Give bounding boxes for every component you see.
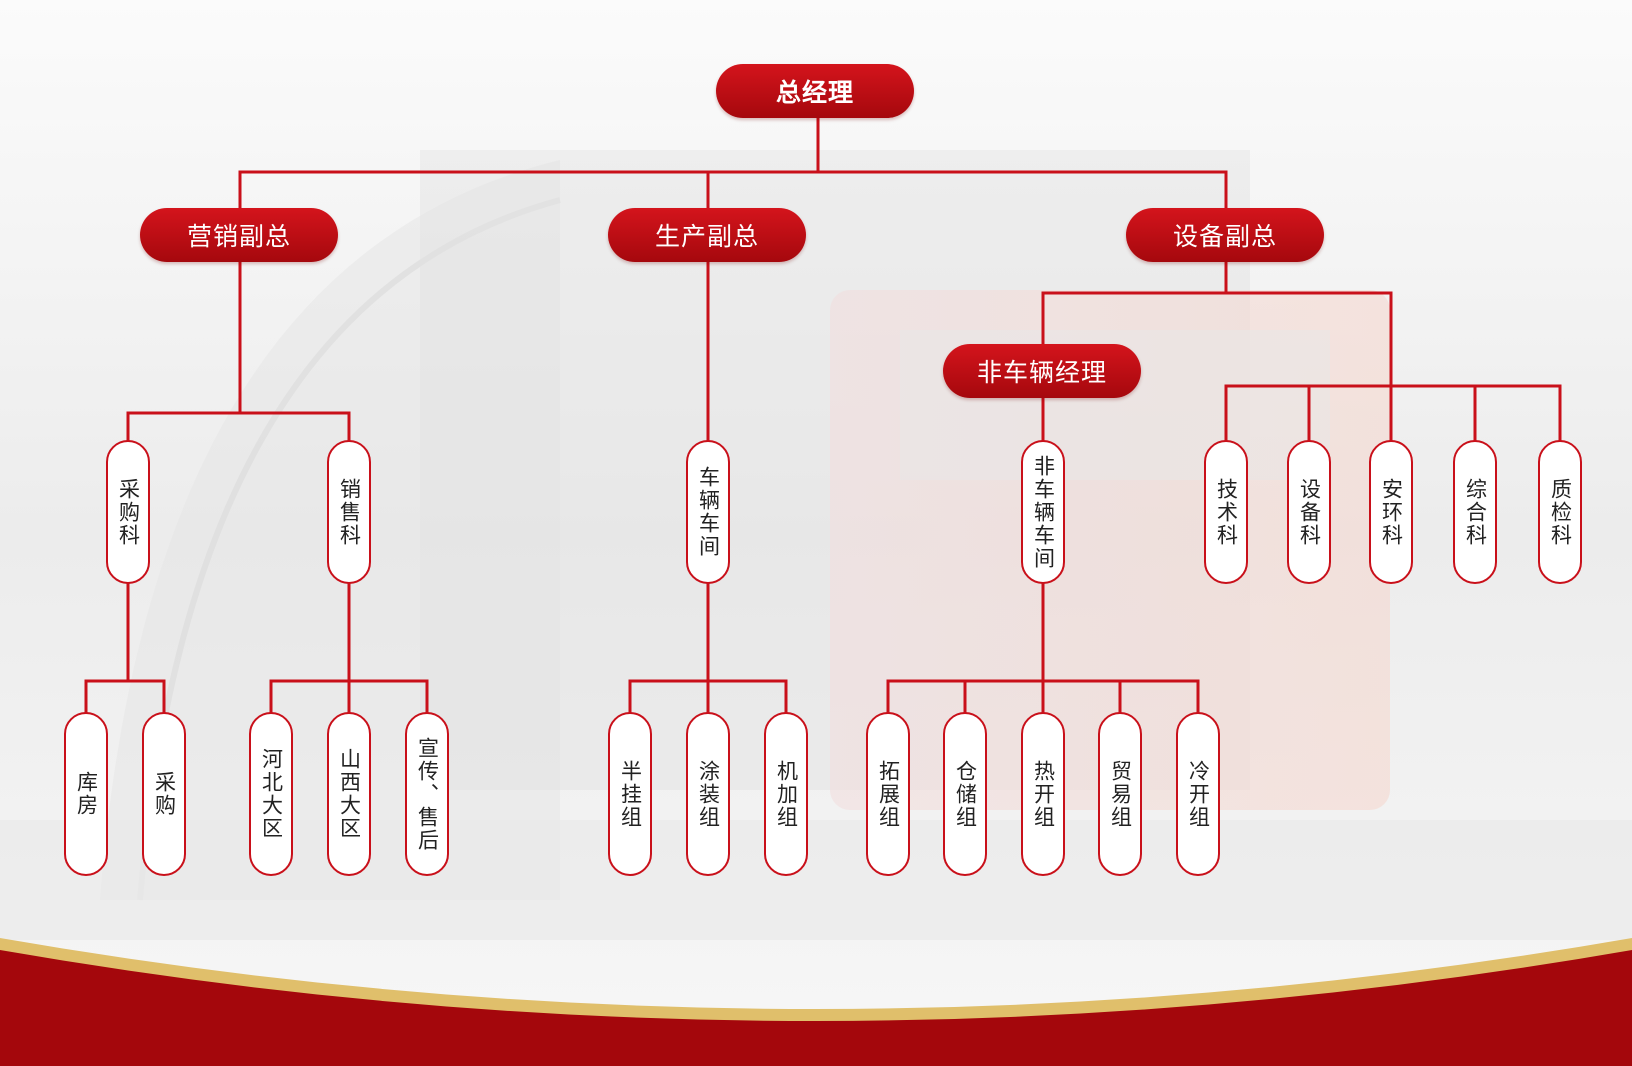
machining-group-box: 机加组	[764, 712, 808, 876]
non-vehicle-manager-box: 非车辆经理	[943, 344, 1141, 398]
non-vehicle-workshop-box: 非车辆车间	[1021, 440, 1065, 584]
quality-dept-box: 质检科	[1538, 440, 1582, 584]
purchase-unit-box: 采购	[142, 712, 186, 876]
procurement-dept-box: 采购科	[106, 440, 150, 584]
marketing-vp-box: 营销副总	[140, 208, 338, 262]
painting-group-box: 涂装组	[686, 712, 730, 876]
production-vp-box: 生产副总	[608, 208, 806, 262]
equipment-vp-box: 设备副总	[1126, 208, 1324, 262]
safety-env-dept-box: 安环科	[1369, 440, 1413, 584]
storage-group-box: 仓储组	[943, 712, 987, 876]
tech-dept-box: 技术科	[1204, 440, 1248, 584]
equipment-dept-box: 设备科	[1287, 440, 1331, 584]
sales-dept-box: 销售科	[327, 440, 371, 584]
publicity-aftersales-box: 宣传、售后	[405, 712, 449, 876]
general-dept-box: 综合科	[1453, 440, 1497, 584]
trade-group-box: 贸易组	[1098, 712, 1142, 876]
expansion-group-box: 拓展组	[866, 712, 910, 876]
semi-trailer-group-box: 半挂组	[608, 712, 652, 876]
vehicle-workshop-box: 车辆车间	[686, 440, 730, 584]
warehouse-unit-box: 库房	[64, 712, 108, 876]
shanxi-region-box: 山西大区	[327, 712, 371, 876]
general-manager-box: 总经理	[716, 64, 914, 118]
hot-cut-group-box: 热开组	[1021, 712, 1065, 876]
cold-cut-group-box: 冷开组	[1176, 712, 1220, 876]
hebei-region-box: 河北大区	[249, 712, 293, 876]
